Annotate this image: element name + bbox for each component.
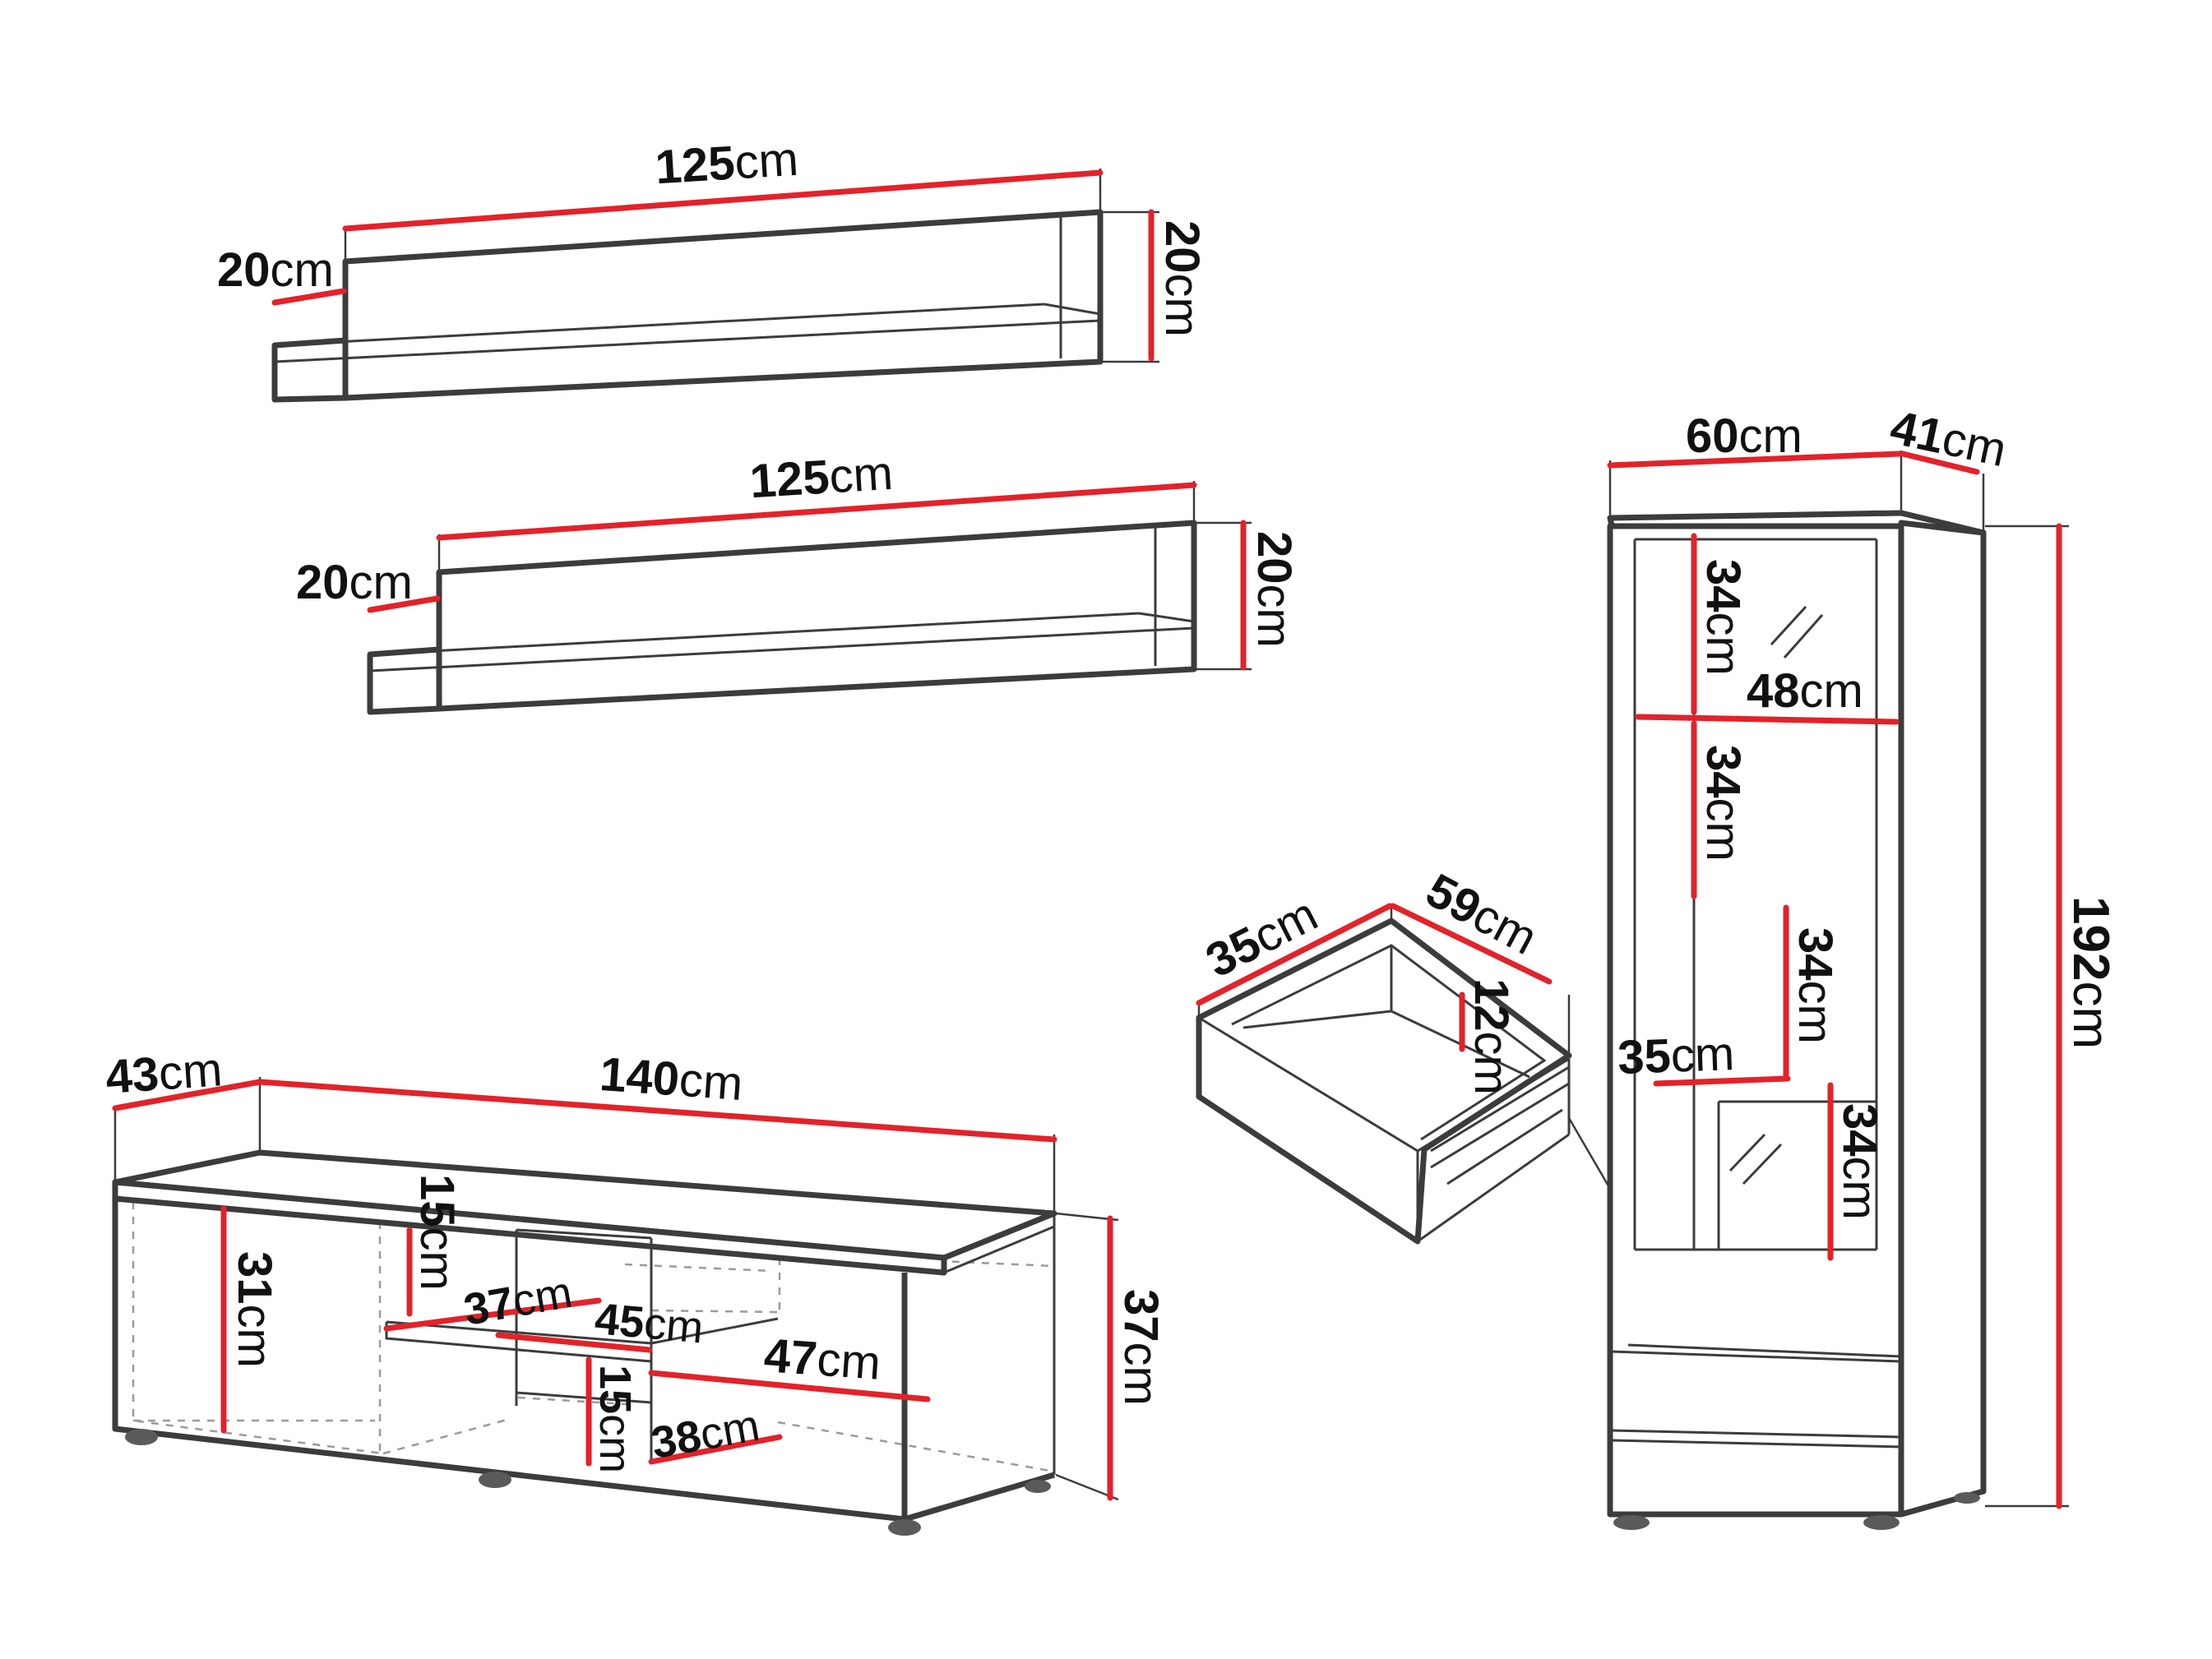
tv-unit-dimensions: [112, 1077, 1119, 1501]
foot: [1954, 1492, 1980, 1504]
tv-depth-label: 43cm: [104, 1042, 224, 1104]
wall-shelf-bottom-dimensions: [367, 481, 1252, 671]
glass-reflection: [1742, 1143, 1783, 1185]
tv-upper-shelf-depth-label: 37cm: [460, 1268, 576, 1335]
foot: [888, 1519, 921, 1536]
shelf-bottom-depth-label: 20cm: [296, 556, 413, 609]
glass-reflection: [1728, 1133, 1766, 1172]
shelf-top-height-label: 20cm: [1155, 220, 1209, 337]
tv-upper-shelf-width-label: 45cm: [593, 1294, 706, 1352]
tv-lower-shelf-depth-label: 38cm: [648, 1401, 763, 1468]
foot: [479, 1472, 511, 1488]
wall-shelf-top: [271, 209, 1104, 403]
drawer-height-label: 12cm: [1465, 978, 1518, 1095]
dim-line-depth: [271, 288, 347, 306]
dim-line-depth: [367, 595, 441, 613]
shelf-bottom-height-label: 20cm: [1247, 531, 1301, 648]
dim-line-width: [1607, 451, 1903, 469]
dim-line-right-width: [648, 1370, 931, 1403]
glass-reflection: [1770, 605, 1807, 646]
tv-height-label: 37cm: [1114, 1289, 1168, 1406]
cabinet-depth-label: 41cm: [1886, 400, 2011, 477]
shelf-bottom-length-label: 125cm: [748, 446, 895, 509]
dim-line-width: [1390, 903, 1553, 985]
dim-line-upper-shelf-width: [495, 1332, 653, 1353]
shelf-top-length-label: 125cm: [654, 132, 800, 195]
cabinet-gap-4-label: 34cm: [1833, 1103, 1886, 1220]
dim-line-upper-shelf-depth: [383, 1297, 602, 1332]
cabinet-inner-width-label: 48cm: [1747, 664, 1863, 718]
tv-compartment-height-label: 31cm: [228, 1251, 281, 1368]
cabinet-width-label: 60cm: [1686, 409, 1802, 463]
cabinet-gap-3-label: 34cm: [1789, 927, 1842, 1044]
foot: [1613, 1515, 1650, 1530]
dim-line-length: [257, 1079, 1057, 1143]
tv-length-label: 140cm: [598, 1047, 744, 1111]
cabinet-gap-2-label: 34cm: [1696, 745, 1750, 862]
dim-line-depth: [112, 1079, 263, 1111]
wall-shelf-top-dimensions: [271, 169, 1159, 363]
tv-unit: [112, 1149, 1057, 1536]
tv-upper-opening-label: 15cm: [410, 1174, 464, 1291]
wall-shelf-bottom: [367, 520, 1197, 715]
tv-lower-opening-label: 15cm: [590, 1365, 640, 1473]
dim-line-depth: [1900, 451, 1980, 475]
cabinet-gap-1-label: 34cm: [1696, 559, 1750, 676]
shelf-top-depth-label: 20cm: [217, 243, 334, 297]
dim-line-lower-shelf-depth: [648, 1434, 783, 1465]
dim-line-depth: [1196, 903, 1393, 1006]
glass-reflection: [1783, 614, 1824, 659]
drawer-dimensions: [1196, 903, 1571, 1056]
dim-line-inner-depth: [1653, 1075, 1791, 1087]
dim-line-length: [342, 169, 1104, 232]
cabinet-height-label: 192cm: [2062, 896, 2119, 1049]
foot: [125, 1429, 158, 1445]
tv-right-width-label: 47cm: [762, 1329, 882, 1390]
dim-line-inner-width: [1635, 714, 1900, 725]
foot: [1025, 1480, 1051, 1493]
glass-cabinet-dimensions: [1607, 451, 2069, 1509]
cabinet-inner-depth-label: 35cm: [1617, 1027, 1735, 1084]
drawer: [1196, 917, 1676, 1300]
dim-line-length: [436, 482, 1197, 541]
foot: [1863, 1515, 1900, 1530]
